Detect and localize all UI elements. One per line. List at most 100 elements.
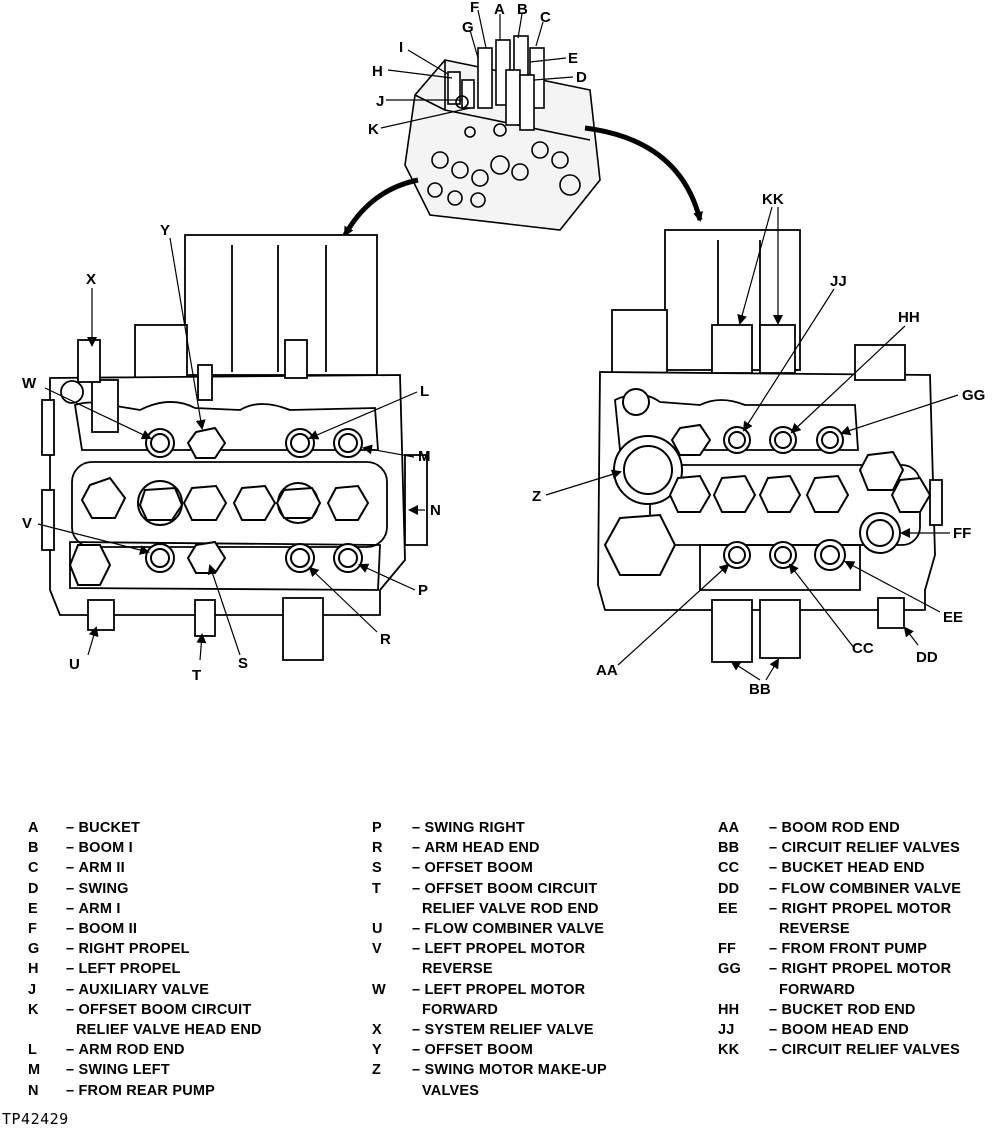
legend-description: SYSTEM RELIEF VALVE xyxy=(424,1022,594,1039)
legend-entry: M– SWING LEFT xyxy=(28,1060,262,1080)
legend-description: FROM FRONT PUMP xyxy=(781,941,928,958)
legend-description: SWING RIGHT xyxy=(424,820,525,836)
legend-separator: – xyxy=(412,820,421,836)
legend-description: FLOW COMBINER VALVE xyxy=(781,880,962,897)
callout-i: I xyxy=(399,39,403,56)
legend-key: CC xyxy=(718,860,740,877)
legend-description: BUCKET ROD END xyxy=(781,1001,916,1018)
right-view-leaders xyxy=(545,206,959,681)
legend-entry: H– LEFT PROPEL xyxy=(28,959,262,979)
legend-separator: – xyxy=(66,840,75,857)
legend-key: JJ xyxy=(718,1022,735,1039)
legend-description: SWING xyxy=(78,880,129,897)
arrow-to-left-view xyxy=(342,177,419,237)
legend-key: C xyxy=(28,860,39,877)
callout-d: D xyxy=(576,69,587,86)
legend-key xyxy=(372,899,412,919)
legend-separator: – xyxy=(66,1001,75,1018)
legend-separator: – xyxy=(66,1082,75,1099)
callout-p: P xyxy=(418,582,428,599)
arrow-to-right-view xyxy=(584,125,703,222)
legend-key xyxy=(372,1000,412,1020)
legend-entry: K– OFFSET BOOM CIRCUIT xyxy=(28,1000,262,1020)
legend-key xyxy=(718,980,769,1000)
legend-description: FORWARD xyxy=(779,981,856,998)
callout-u: U xyxy=(69,656,80,673)
legend-separator: – xyxy=(66,860,75,877)
callout-j: J xyxy=(376,93,384,110)
legend-entry: F– BOOM II xyxy=(28,919,262,939)
legend-entry: FF– FROM FRONT PUMP xyxy=(718,939,961,959)
legend-description: FLOW COMBINER VALVE xyxy=(424,921,605,938)
legend-separator: – xyxy=(66,1042,75,1059)
legend-description: RIGHT PROPEL MOTOR xyxy=(781,961,952,978)
legend-description: BOOM ROD END xyxy=(781,820,900,836)
right-view-ports xyxy=(603,388,932,576)
legend-separator: – xyxy=(769,820,778,836)
legend-column-3: AA – BOOM ROD END BB – CIRCUIT RELIEF VALVE… xyxy=(718,818,961,1060)
legend-key: V xyxy=(372,941,382,958)
legend-key: F xyxy=(28,921,38,938)
legend-key: R xyxy=(372,840,383,857)
legend-entry: REVERSE xyxy=(372,959,607,979)
legend-entry: T– OFFSET BOOM CIRCUIT xyxy=(372,879,607,899)
legend-separator: – xyxy=(412,941,421,958)
callout-a: A xyxy=(494,1,505,18)
callout-s: S xyxy=(238,655,248,672)
legend-separator: – xyxy=(769,961,778,978)
legend-entry: G– RIGHT PROPEL xyxy=(28,939,262,959)
top-valve-view xyxy=(404,35,601,231)
legend-description: CIRCUIT RELIEF VALVES xyxy=(781,1042,960,1059)
legend-entry: Y– OFFSET BOOM xyxy=(372,1040,607,1060)
callout-c: C xyxy=(540,9,551,26)
legend-entry: FORWARD xyxy=(718,980,961,1000)
legend-separator: – xyxy=(769,1042,778,1059)
legend-key: N xyxy=(28,1082,39,1099)
legend-key: W xyxy=(372,981,386,998)
legend-key: KK xyxy=(718,1042,740,1059)
legend-entry: REVERSE xyxy=(718,919,961,939)
callout-l: L xyxy=(420,383,429,400)
callout-kk: KK xyxy=(762,191,784,208)
legend-entry: V– LEFT PROPEL MOTOR xyxy=(372,939,607,959)
legend-separator: – xyxy=(66,1062,75,1079)
legend-entry: R– ARM HEAD END xyxy=(372,838,607,858)
legend-key: GG xyxy=(718,961,741,978)
legend-separator: – xyxy=(412,1062,421,1079)
legend-description: OFFSET BOOM xyxy=(424,860,534,877)
legend-key: U xyxy=(372,921,383,938)
legend-description: RELIEF VALVE HEAD END xyxy=(76,1022,262,1039)
legend-description: SWING MOTOR MAKE-UP xyxy=(424,1062,607,1079)
legend-description: REVERSE xyxy=(779,921,850,938)
legend-description: ARM II xyxy=(78,860,125,877)
callout-h: H xyxy=(372,63,383,80)
legend-key: EE xyxy=(718,900,738,917)
legend-separator: – xyxy=(66,961,75,978)
legend-description: RIGHT PROPEL xyxy=(78,941,190,958)
legend-key: HH xyxy=(718,1001,740,1018)
legend-separator: – xyxy=(412,880,421,897)
callout-g: G xyxy=(462,19,474,36)
legend-description: SWING LEFT xyxy=(78,1062,170,1079)
legend-description: LEFT PROPEL MOTOR xyxy=(424,981,586,998)
legend-description: ARM I xyxy=(78,900,121,917)
legend-entry: E– ARM I xyxy=(28,899,262,919)
legend-key: BB xyxy=(718,840,740,857)
legend-description: ARM ROD END xyxy=(78,1042,185,1059)
legend-separator: – xyxy=(769,941,778,958)
legend-separator: – xyxy=(66,820,75,836)
callout-x: X xyxy=(86,271,96,288)
legend-entry: D– SWING xyxy=(28,879,262,899)
legend-description: RELIEF VALVE ROD END xyxy=(422,900,599,917)
callout-z: Z xyxy=(532,488,541,505)
callout-bb: BB xyxy=(749,681,771,698)
callout-n: N xyxy=(430,502,441,519)
callout-aa: AA xyxy=(596,662,618,679)
callout-y: Y xyxy=(160,222,170,239)
legend-key: A xyxy=(28,820,39,836)
legend-entry: EE– RIGHT PROPEL MOTOR xyxy=(718,899,961,919)
callout-dd: DD xyxy=(916,649,938,666)
legend-key: AA xyxy=(718,820,740,836)
legend-key: H xyxy=(28,961,39,978)
